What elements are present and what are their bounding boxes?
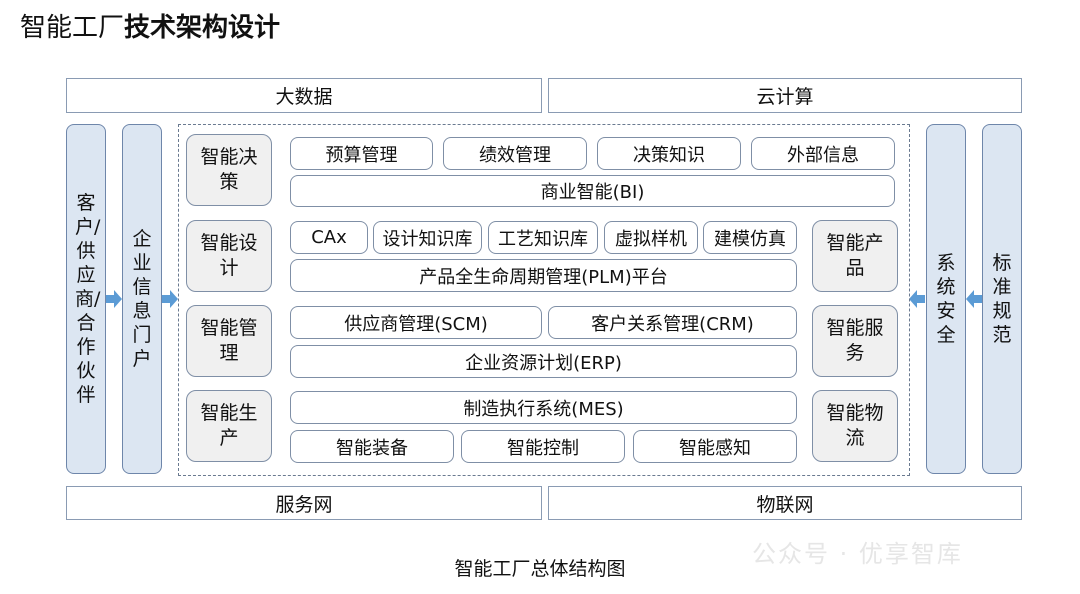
bi-platform-box: 商业智能(BI) [290,175,895,207]
performance-management-box: 绩效管理 [443,137,587,170]
smart-control-box: 智能控制 [461,430,625,463]
smart-equipment-box: 智能装备 [290,430,454,463]
performance-management-label: 绩效管理 [479,144,551,166]
budget-management-label: 预算管理 [325,144,398,166]
mes-box: 制造执行系统(MES) [290,391,797,424]
smart-decision-label: 智能决策 [200,146,258,193]
customer-supplier-partner-label: 客户/供应商/合作伙伴 [75,192,101,406]
cloud-computing-label: 云计算 [756,86,814,108]
smart-production-label: 智能生产 [200,402,258,449]
mes-label: 制造执行系统(MES) [463,398,624,420]
process-knowledge-base-label: 工艺知识库 [498,228,588,250]
smart-logistics-category: 智能物流 [812,390,898,462]
watermark: 公众号 · 优享智库 [752,540,963,568]
cax-box: CAx [290,221,368,254]
system-security-column: 系统安全 [926,124,966,474]
smart-decision-category: 智能决策 [186,134,272,206]
enterprise-portal-label: 企业信息门户 [132,228,152,370]
decision-knowledge-label: 决策知识 [633,144,705,166]
smart-logistics-label: 智能物流 [826,402,884,449]
core-system-frame [178,124,910,476]
smart-product-label: 智能产品 [826,232,884,279]
arrow-left-icon [909,290,925,308]
iot-bar: 物联网 [548,486,1022,520]
smart-management-label: 智能管理 [200,317,258,364]
crm-label: 客户关系管理(CRM) [591,313,754,335]
modeling-simulation-label: 建模仿真 [714,228,786,250]
smart-product-category: 智能产品 [812,220,898,292]
crm-box: 客户关系管理(CRM) [548,306,797,339]
page-title: 智能工厂技术架构设计 [20,10,280,46]
service-network-bar: 服务网 [66,486,542,520]
system-security-label: 系统安全 [936,252,956,346]
smart-management-category: 智能管理 [186,305,272,377]
design-knowledge-base-box: 设计知识库 [373,221,482,254]
decision-knowledge-box: 决策知识 [597,137,741,170]
bi-platform-label: 商业智能(BI) [540,182,645,203]
external-info-box: 外部信息 [751,137,895,170]
figure-caption: 智能工厂总体结构图 [454,558,626,580]
cloud-computing-bar: 云计算 [548,78,1022,113]
cax-label: CAx [311,227,347,248]
smart-design-label: 智能设计 [200,232,258,279]
smart-service-label: 智能服务 [826,317,884,364]
standards-column: 标准规范 [982,124,1022,474]
scm-box: 供应商管理(SCM) [290,306,542,339]
erp-box: 企业资源计划(ERP) [290,345,797,378]
scm-label: 供应商管理(SCM) [344,313,488,335]
customer-supplier-partner-column: 客户/供应商/合作伙伴 [66,124,106,474]
erp-label: 企业资源计划(ERP) [465,352,622,374]
plm-platform-label: 产品全生命周期管理(PLM)平台 [419,266,668,288]
arrow-right-icon [162,290,178,308]
plm-platform-box: 产品全生命周期管理(PLM)平台 [290,259,797,292]
smart-production-category: 智能生产 [186,390,272,462]
modeling-simulation-box: 建模仿真 [703,221,797,254]
smart-sensing-label: 智能感知 [679,437,751,459]
big-data-bar: 大数据 [66,78,542,113]
title-bold: 技术架构设计 [124,13,281,43]
arrow-left-icon [966,290,982,308]
iot-label: 物联网 [756,493,814,516]
process-knowledge-base-box: 工艺知识库 [488,221,598,254]
virtual-prototype-label: 虚拟样机 [615,228,687,250]
smart-sensing-box: 智能感知 [633,430,797,463]
budget-management-box: 预算管理 [290,137,433,170]
service-network-label: 服务网 [275,493,333,516]
standards-label: 标准规范 [992,252,1012,346]
big-data-label: 大数据 [275,86,333,108]
virtual-prototype-box: 虚拟样机 [604,221,698,254]
arrow-right-icon [106,290,122,308]
external-info-label: 外部信息 [787,144,859,166]
smart-service-category: 智能服务 [812,305,898,377]
smart-design-category: 智能设计 [186,220,272,292]
smart-equipment-label: 智能装备 [336,437,408,459]
enterprise-portal-column: 企业信息门户 [122,124,162,474]
design-knowledge-base-label: 设计知识库 [382,228,473,250]
smart-control-label: 智能控制 [507,437,579,459]
title-prefix: 智能工厂 [20,13,125,43]
